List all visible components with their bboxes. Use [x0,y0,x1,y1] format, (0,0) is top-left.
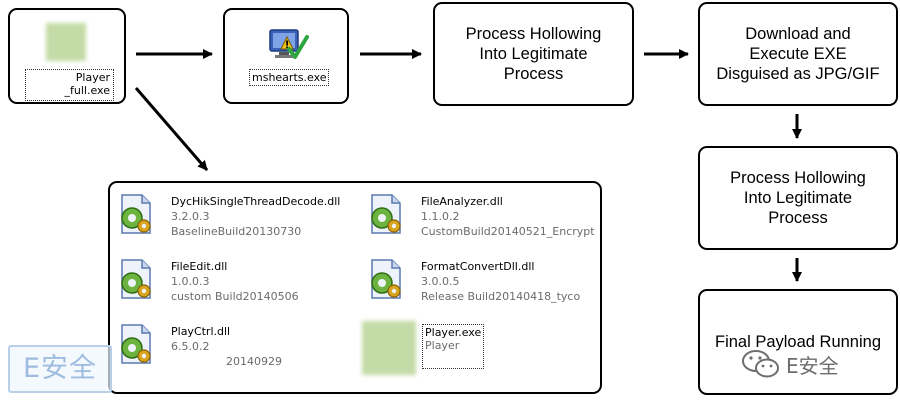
dll-version: 1.0.0.3 [171,275,210,288]
dll-version: 3.0.0.5 [421,275,460,288]
dll-gear-file-icon [371,259,401,299]
player-exe-filename: Player.exe [425,326,482,339]
watermark-logo-right: E安全 [741,344,839,384]
dll-gear-file-icon [371,194,401,234]
dll-build: 20140929 [226,355,282,368]
dll-build: custom Build20140506 [171,290,299,303]
dll-build: Release Build20140418_tyco [421,290,581,303]
wechat-icon [742,350,779,378]
dll-name: FileEdit.dll [171,260,228,273]
dll-gear-file-icon [121,194,151,234]
player-exe-icon-blurred [362,321,416,375]
mshearts-filename: mshearts.exe [249,69,329,86]
dll-files-panel: DycHikSingleThreadDecode.dll 3.2.0.3 Bas… [108,181,602,394]
watermark-logo-left: E安全 [8,345,112,393]
dll-build: CustomBuild20140521_Encrypt [421,225,595,238]
dll-name: FileAnalyzer.dll [421,195,503,208]
dll-name: DycHikSingleThreadDecode.dll [171,195,341,208]
player-full-icon-blurred [46,23,86,61]
dll-gear-file-icon [121,324,151,364]
player-exe-description: Player [425,339,460,352]
download-execute-box: Download and Execute EXE Disguised as JP… [698,2,898,106]
dll-gear-file-icon [121,259,151,299]
dll-version: 1.1.0.2 [421,210,460,223]
player-full-exe-box: Player _full.exe [8,8,126,104]
player-full-filename: Player _full.exe [25,69,114,101]
dll-build: BaselineBuild20130730 [171,225,302,238]
mshearts-warning-icon [269,29,309,59]
process-hollowing-box-1: Process Hollowing Into Legitimate Proces… [433,2,634,106]
dll-name: FormatConvertDll.dll [421,260,535,273]
dll-version: 3.2.0.3 [171,210,210,223]
dll-version: 6.5.0.2 [171,340,210,353]
mshearts-exe-box: mshearts.exe [223,8,349,104]
player-exe-name: Player.exe Player [422,324,484,369]
final-payload-box: Final Payload Running [698,289,898,395]
process-hollowing-box-2: Process Hollowing Into Legitimate Proces… [698,146,898,250]
arrow-player-to-dlls [134,87,209,171]
watermark-text-right: E安全 [786,353,839,378]
dll-name: PlayCtrl.dll [171,325,231,338]
